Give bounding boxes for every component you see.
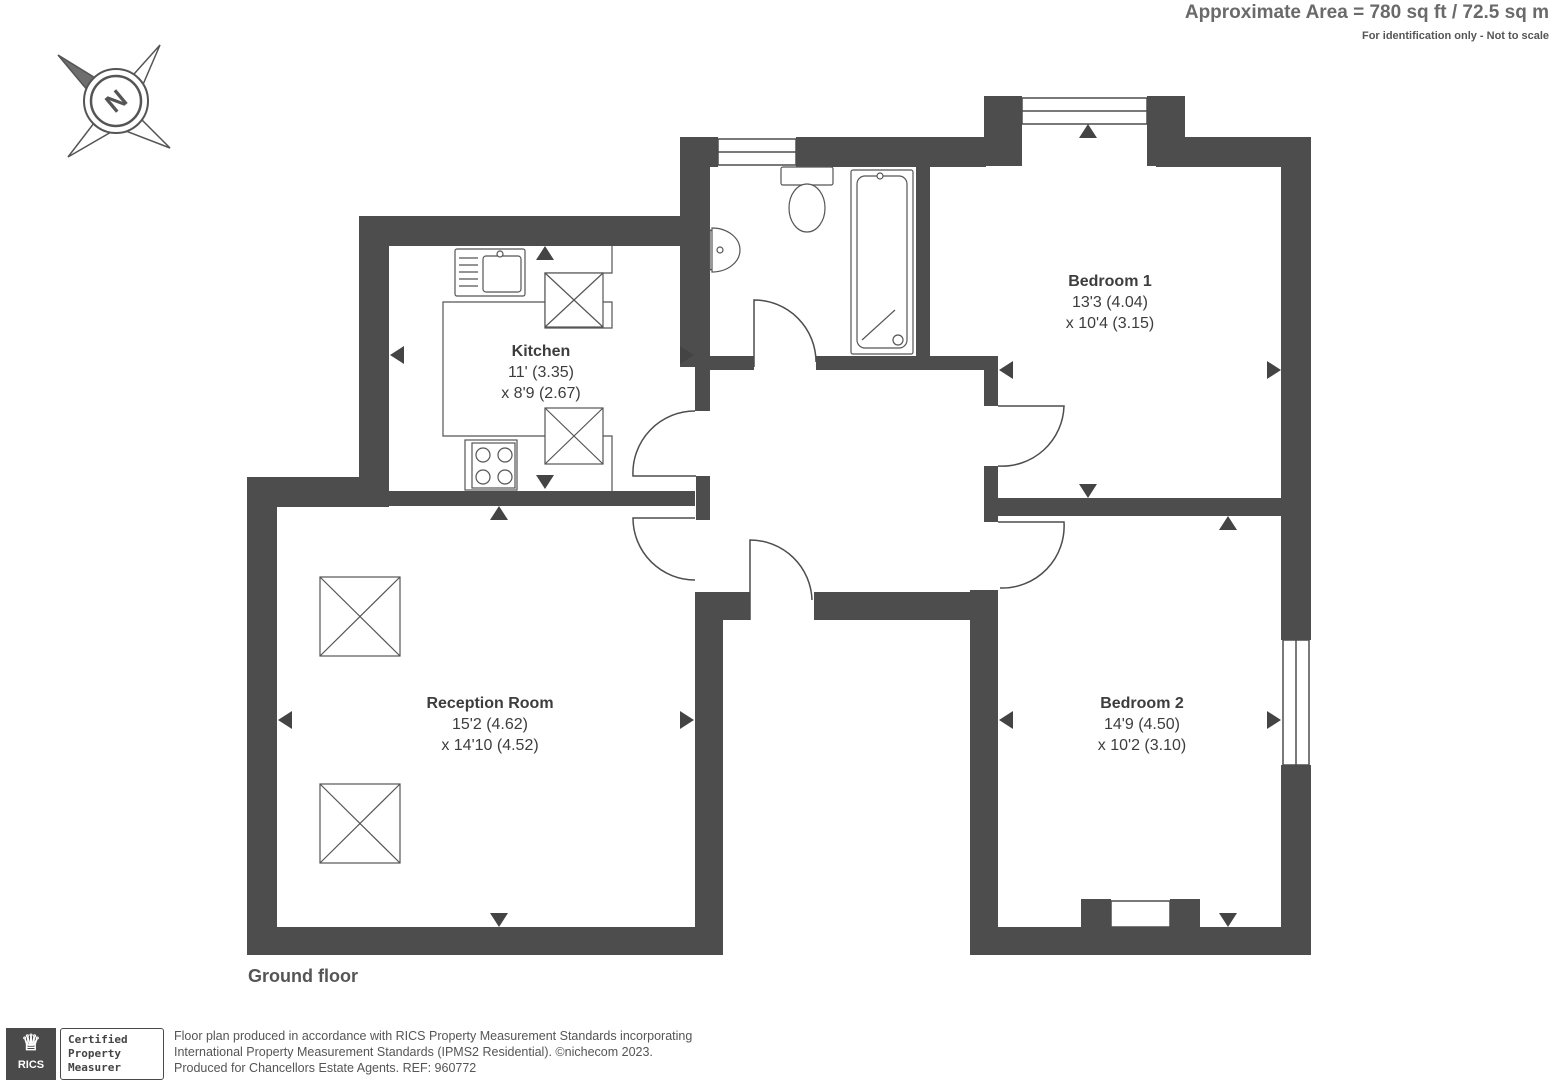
footnote: Floor plan produced in accordance with R… (174, 1028, 692, 1076)
disclaimer-note: For identification only - Not to scale (1361, 30, 1549, 42)
reception-dim-2: x 14'10 (4.52) (441, 737, 538, 754)
reception-name: Reception Room (426, 695, 553, 712)
bedroom2-dim-1: 14'9 (4.50) (1104, 716, 1180, 733)
compass-icon: N (57, 44, 171, 158)
footnote-line: Produced for Chancellors Estate Agents. … (174, 1061, 477, 1075)
dimension-arrows (278, 124, 1281, 927)
approximate-area: Approximate Area = 780 sq ft / 72.5 sq m (1184, 2, 1549, 23)
bedroom1-dim-1: 13'3 (4.04) (1072, 294, 1148, 311)
room-bedroom1-label: Bedroom 1 13'3 (4.04) x 10'4 (3.15) (1066, 273, 1154, 332)
room-bedroom2-label: Bedroom 2 14'9 (4.50) x 10'2 (3.10) (1098, 695, 1186, 754)
bedroom2-name: Bedroom 2 (1100, 695, 1184, 712)
room-kitchen-label: Kitchen 11' (3.35) x 8'9 (2.67) (501, 343, 581, 402)
windows (717, 97, 1310, 928)
bathroom-fixtures (709, 166, 914, 355)
reception-skylights (319, 576, 401, 864)
reception-dim-1: 15'2 (4.62) (452, 716, 528, 733)
bedroom1-name: Bedroom 1 (1068, 273, 1152, 290)
footer: ♕ RICS Certified Property Measurer Floor… (6, 1026, 766, 1082)
rics-logo-text: RICS (17, 1059, 45, 1071)
floor-label: Ground floor (248, 966, 358, 986)
bedroom1-dim-2: x 10'4 (3.15) (1066, 315, 1154, 332)
cert-line: Certified (68, 1033, 128, 1046)
bedroom2-dim-2: x 10'2 (3.10) (1098, 737, 1186, 754)
rics-logo: ♕ RICS (6, 1028, 56, 1080)
doors (632, 299, 1065, 620)
area-summary: Approximate Area = 780 sq ft / 72.5 sq m… (1185, 2, 1549, 42)
kitchen-dim-1: 11' (3.35) (508, 364, 574, 381)
walls (247, 96, 1311, 955)
footnote-line: Floor plan produced in accordance with R… (174, 1029, 693, 1043)
lion-icon: ♕ (21, 1030, 41, 1055)
cert-line: Measurer (68, 1061, 121, 1074)
kitchen-fixtures (442, 246, 613, 491)
certified-property-measurer-badge: Certified Property Measurer (60, 1028, 164, 1080)
kitchen-name: Kitchen (512, 343, 571, 360)
room-reception-label: Reception Room 15'2 (4.62) x 14'10 (4.52… (426, 695, 553, 754)
cert-line: Property (68, 1047, 121, 1060)
kitchen-dim-2: x 8'9 (2.67) (501, 385, 581, 402)
footnote-line: International Property Measurement Stand… (174, 1045, 653, 1059)
